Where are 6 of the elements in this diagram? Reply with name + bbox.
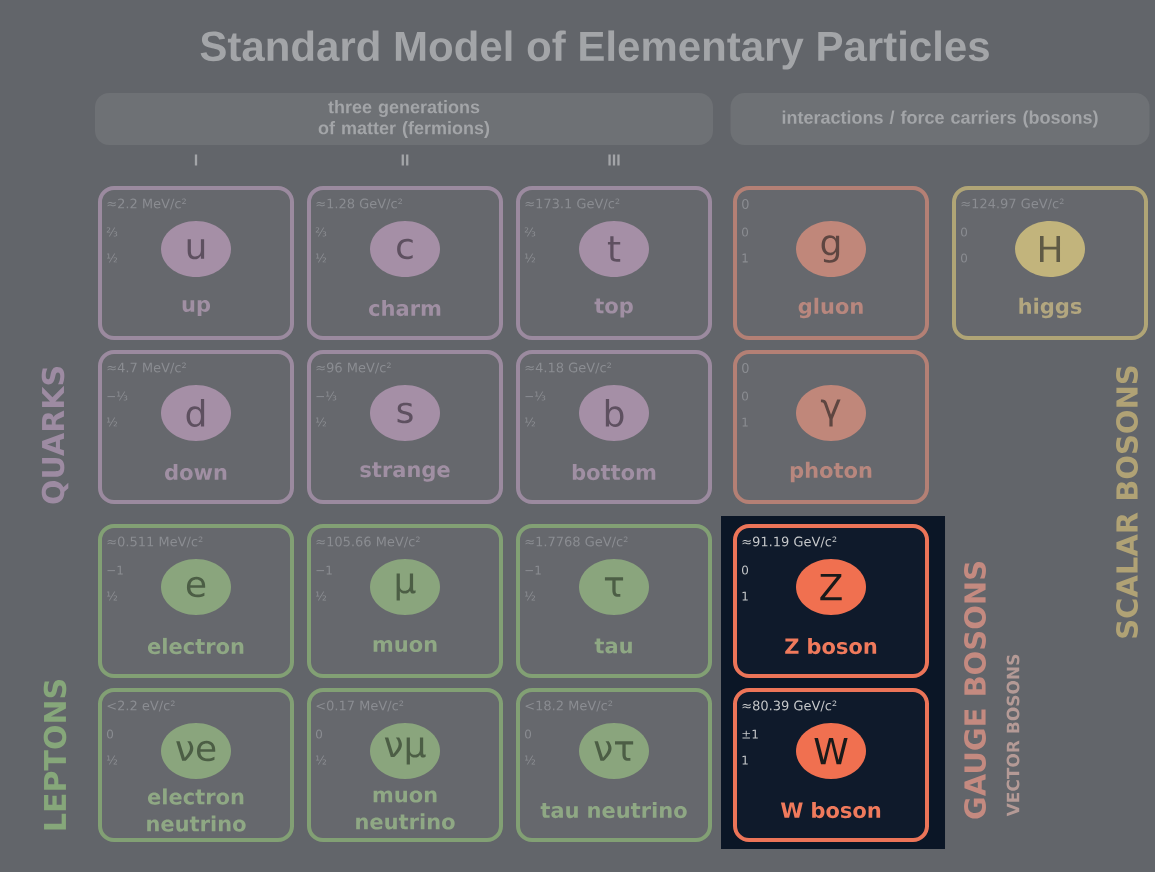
category-label: QUARKS (41, 367, 69, 504)
title: Standard Model of Elementary Particles (200, 30, 989, 70)
category-label: VECTOR BOSONS (1006, 654, 1020, 817)
category-label: LEPTONS (43, 680, 67, 830)
category-label: SCALAR BOSONS (1116, 366, 1138, 638)
category-label: GAUGE BOSONS (964, 562, 986, 819)
